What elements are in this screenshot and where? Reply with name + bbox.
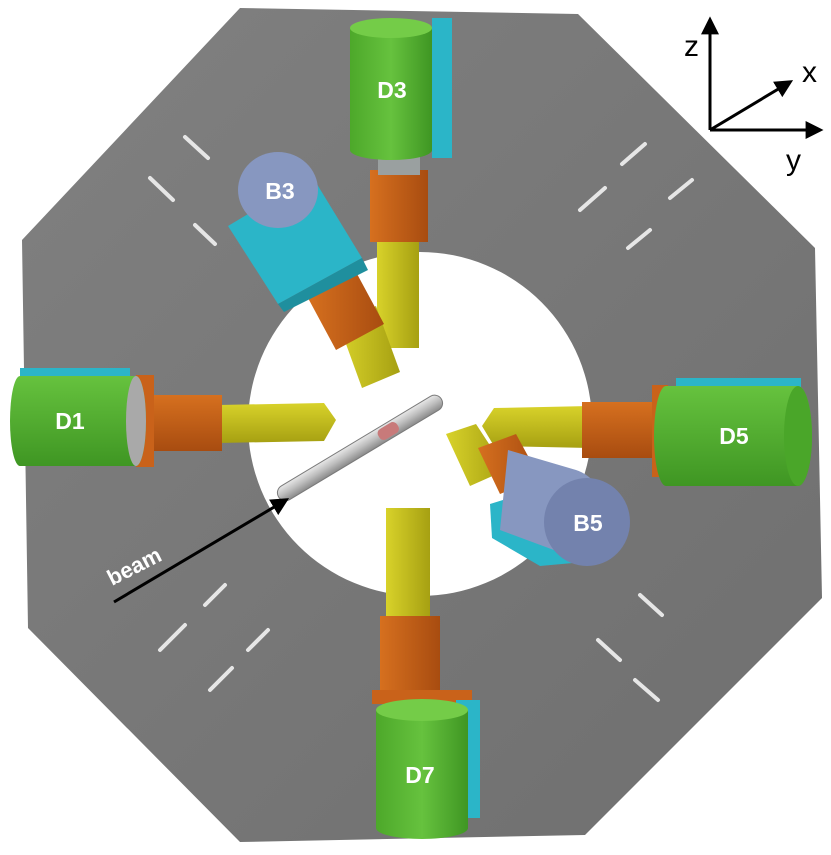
target-sample bbox=[377, 422, 399, 440]
d3-end-cap bbox=[350, 18, 432, 38]
d7-coupler bbox=[380, 616, 440, 692]
d3-housing-side bbox=[432, 18, 452, 158]
b5-face bbox=[544, 478, 630, 566]
d7-top-cap bbox=[376, 699, 468, 721]
b5-label: B5 bbox=[573, 510, 603, 536]
b3-housing-shade bbox=[278, 258, 368, 312]
d1-label: D1 bbox=[55, 408, 85, 434]
d1-coupler bbox=[150, 395, 222, 451]
detector-d7: D7 bbox=[372, 508, 480, 839]
detector-d1: D1 bbox=[10, 368, 336, 467]
d7-label: D7 bbox=[405, 762, 434, 788]
d1-body bbox=[10, 376, 146, 466]
d7-lightguide bbox=[386, 508, 430, 624]
detector-d3: D3 bbox=[350, 18, 452, 348]
d3-label: D3 bbox=[377, 77, 406, 103]
detector-b5: B5 bbox=[446, 424, 630, 566]
d3-coupler bbox=[370, 170, 428, 242]
d1-end-cap bbox=[126, 376, 146, 466]
coordinate-axes bbox=[701, 16, 824, 139]
b3-coupler bbox=[308, 272, 384, 350]
b3-label: B3 bbox=[265, 178, 294, 204]
d5-housing-top bbox=[676, 378, 801, 388]
d3-neck bbox=[378, 155, 420, 175]
d5-end-cap bbox=[784, 386, 812, 486]
x-axis-label: x bbox=[802, 56, 817, 89]
beam-tube bbox=[276, 394, 444, 502]
plate-slots bbox=[148, 135, 694, 702]
d1-housing-top bbox=[20, 368, 130, 378]
d5-coupler bbox=[582, 402, 654, 458]
detector-b3: B3 bbox=[228, 152, 400, 388]
d7-flange bbox=[372, 690, 472, 704]
d5-body bbox=[654, 386, 812, 486]
x-axis-arrow bbox=[709, 80, 794, 132]
z-axis-label: z bbox=[684, 30, 699, 63]
b3-face bbox=[238, 152, 318, 228]
mounting-plate bbox=[22, 8, 822, 842]
detector-d5: D5 bbox=[482, 378, 812, 486]
d5-label: D5 bbox=[719, 423, 749, 449]
d7-body bbox=[376, 710, 468, 839]
d1-lightguide bbox=[218, 403, 336, 443]
beam-arrow bbox=[113, 498, 290, 604]
d3-body bbox=[350, 28, 432, 160]
y-axis-label: y bbox=[786, 144, 801, 177]
